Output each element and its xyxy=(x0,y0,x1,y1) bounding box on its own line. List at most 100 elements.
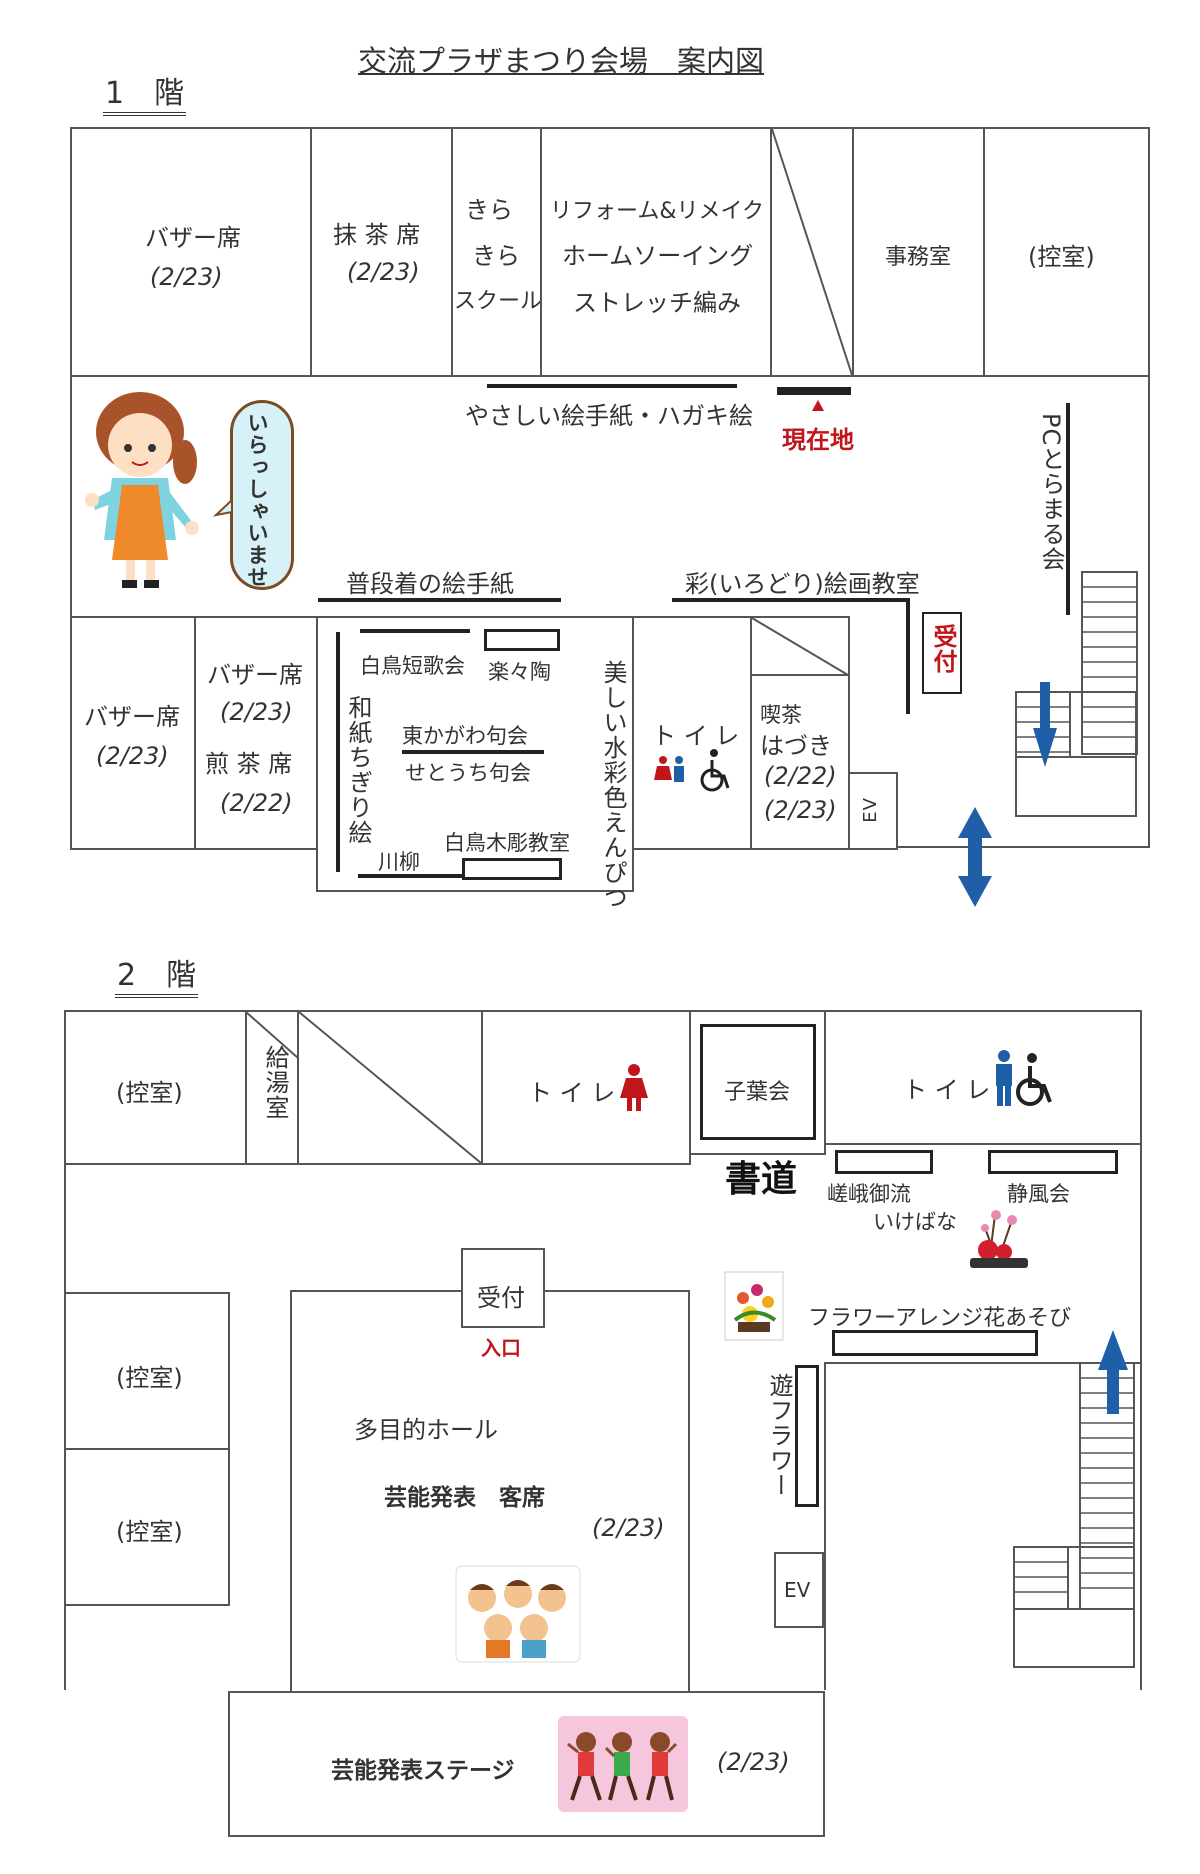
ikebana-flower-illustration xyxy=(970,1210,1028,1268)
pc-label: PCとらまる会 xyxy=(1037,413,1065,572)
reform-line3: ストレッチ編み xyxy=(573,289,741,317)
seifu-label: 静風会 xyxy=(1007,1182,1070,1206)
seifu-table xyxy=(988,1150,1118,1174)
floor1-label: 1 階 xyxy=(103,68,187,116)
reform-line1: リフォーム&リメイク xyxy=(550,199,765,224)
bazaar-sencha-date2: (2/22) xyxy=(220,789,293,817)
fudangi-bar xyxy=(318,598,561,602)
down-arrow-icon xyxy=(1033,682,1057,767)
bazaar-sencha-name1: バザー席 xyxy=(207,661,303,689)
kyuto-label: 給湯室 xyxy=(261,1045,289,1120)
waiting3-label: (控室) xyxy=(116,1518,183,1546)
stairs-floor1 xyxy=(1015,571,1138,817)
inner-wall-floor2-top xyxy=(824,1362,1142,1364)
ikebana-label: いけばな xyxy=(873,1210,957,1234)
hall-label: 多目的ホール xyxy=(354,1416,498,1444)
cafe-diagonal xyxy=(751,617,849,676)
floor-link-arrow-icon xyxy=(958,807,992,907)
irodori-bar-vertical xyxy=(906,598,910,714)
cafe-line1: 喫茶 xyxy=(760,703,802,727)
fudangi-label: 普段着の絵手紙 xyxy=(346,570,514,598)
yuflower-table xyxy=(795,1365,819,1507)
kobakai-label: 子葉会 xyxy=(724,1080,791,1105)
entrance-label: 入口 xyxy=(481,1336,521,1360)
etegami-label: やさしい絵手紙・ハガキ絵 xyxy=(465,402,753,430)
higashikagawa-label: 東かがわ句会 xyxy=(402,724,528,748)
ev-floor2-label: EV xyxy=(784,1578,811,1602)
hakucho-tanka-bar xyxy=(360,629,470,633)
room-ev-floor2[interactable] xyxy=(774,1552,824,1628)
shodo-label: 書道 xyxy=(725,1158,798,1200)
office-name: 事務室 xyxy=(885,245,952,270)
senryu-label: 川柳 xyxy=(378,850,420,874)
stairs-floor2 xyxy=(1013,1362,1135,1668)
kukai-bar xyxy=(402,750,544,754)
rakutou-table xyxy=(484,629,560,651)
inner-wall-floor2 xyxy=(824,1362,826,1690)
room-stage[interactable] xyxy=(228,1691,825,1837)
bazaar-left-name: バザー席 xyxy=(84,703,180,731)
bazaar-top-name: バザー席 xyxy=(145,224,241,252)
room-kirakira[interactable] xyxy=(451,127,542,377)
kirakira-line3: スクール xyxy=(454,289,543,314)
room-waiting3[interactable] xyxy=(64,1448,230,1606)
room-matcha[interactable] xyxy=(310,127,453,377)
senryu-bar xyxy=(358,874,462,878)
flower-arrangement-illustration xyxy=(724,1271,784,1341)
kirakira-line1: きら xyxy=(465,196,513,224)
stage-label: 芸能発表ステージ xyxy=(331,1758,515,1784)
hakucho-tanka-label: 白鳥短歌会 xyxy=(360,654,465,678)
stairwell-diagonal xyxy=(771,128,853,376)
seats-label: 芸能発表 客席 xyxy=(384,1485,545,1511)
welcome-speech-bubble xyxy=(230,400,294,590)
setouchi-label: せとうち句会 xyxy=(405,761,531,785)
saga-label: 嵯峨御流 xyxy=(827,1182,911,1206)
welcome-girl-illustration xyxy=(85,392,199,588)
room-bazaar-sencha[interactable] xyxy=(194,616,320,850)
stairwell-floor2-diagonal xyxy=(298,1011,482,1164)
reception-floor2-label: 受付 xyxy=(477,1284,525,1312)
room-waiting1[interactable] xyxy=(64,1010,247,1165)
bazaar-sencha-date1: (2/23) xyxy=(220,698,293,726)
room-waiting-top[interactable] xyxy=(983,127,1150,377)
cafe-date2: (2/23) xyxy=(764,796,837,824)
bazaar-left-date: (2/23) xyxy=(96,742,169,770)
room-waiting2[interactable] xyxy=(64,1292,230,1450)
room-cafe[interactable] xyxy=(750,616,850,850)
matcha-name: 抹 茶 席 xyxy=(333,221,421,249)
ev-floor1-label: EV xyxy=(860,797,881,823)
men-icon xyxy=(996,1050,1012,1106)
audience-illustration xyxy=(455,1565,581,1663)
up-arrow-icon xyxy=(1098,1330,1128,1414)
irodori-bar xyxy=(672,598,910,602)
reception-floor1[interactable] xyxy=(922,612,962,694)
toilet-women-label: ト イ レ xyxy=(528,1079,616,1107)
cafe-line2: はづき xyxy=(760,732,832,760)
yuflower-label: 遊フラワー xyxy=(765,1373,793,1498)
irodori-label: 彩(いろどり)絵画教室 xyxy=(685,570,920,598)
rakutou-label: 楽々陶 xyxy=(488,660,551,684)
reception-floor1-label: 受付 xyxy=(929,624,957,674)
welcome-text: いらっしゃいませ xyxy=(245,412,269,588)
washi-label: 和紙ちぎり絵 xyxy=(344,695,372,845)
suisai-label: 美しい水彩色えんぴつ xyxy=(599,660,627,910)
kyuto-diagonal xyxy=(245,1011,299,1059)
wheelchair-floor1-icon xyxy=(700,749,730,792)
room-bazaar-left[interactable] xyxy=(70,616,196,850)
room-bazaar-top[interactable] xyxy=(70,127,312,377)
waiting-top-name: (控室) xyxy=(1028,243,1095,271)
toilet-floor1-label: ト イ レ xyxy=(652,722,740,750)
room-toilet-men[interactable] xyxy=(824,1010,1142,1145)
toilet-floor1-icon xyxy=(654,756,684,782)
room-kobakai[interactable] xyxy=(700,1024,816,1140)
stage-date: (2/23) xyxy=(717,1748,790,1776)
room-ev-floor1[interactable] xyxy=(848,772,898,850)
kirakira-line2: きら xyxy=(472,242,520,270)
women-icon xyxy=(620,1064,648,1111)
etegami-bar xyxy=(487,384,737,388)
matcha-date: (2/23) xyxy=(347,258,420,286)
reception-floor2[interactable] xyxy=(461,1248,545,1328)
pc-bar xyxy=(1066,403,1070,615)
speech-bubble-tail xyxy=(212,497,233,517)
here-label: 現在地 xyxy=(782,426,854,454)
